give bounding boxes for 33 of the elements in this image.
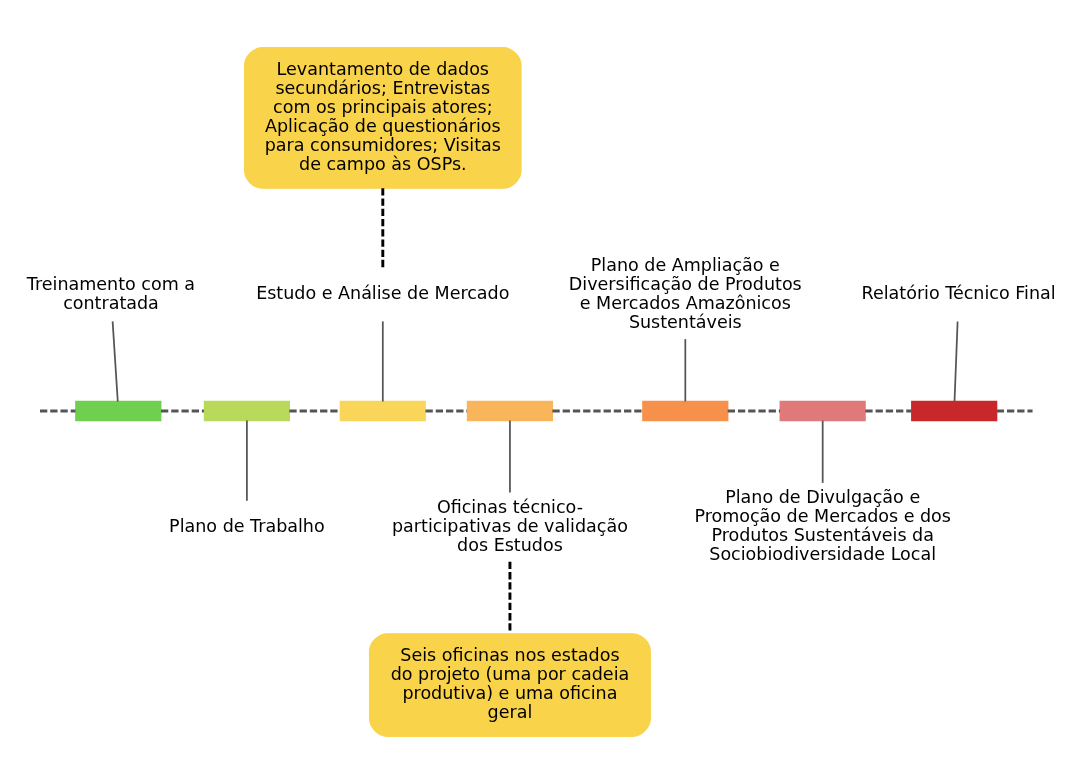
node-box: Levantamento de dados secundários; Entrevistas com os principais atores; Aplicação de questionários para consumidores; Visitas de campo às OSPs. [244, 47, 522, 189]
connector [381, 320, 384, 403]
connector [996, 409, 1033, 413]
node-bar [642, 400, 729, 422]
connector [552, 409, 643, 413]
connector [289, 409, 340, 413]
connector [425, 409, 468, 413]
connector [684, 338, 687, 403]
connector [381, 188, 385, 269]
connector [40, 409, 76, 413]
node-bar [911, 400, 998, 422]
node-text: Plano de Divulgação e Promoção de Mercados e dos Produtos Sustentáveis da Sociobiodiversidade Local [694, 487, 951, 565]
connector [161, 409, 204, 413]
connector [821, 419, 824, 484]
node-box: Seis oficinas nos estados do projeto (uma por cadeia produtiva) e uma oficina geral [368, 633, 651, 737]
node-text: Relatório Técnico Final [861, 283, 1056, 304]
node-bar [466, 400, 554, 422]
connector [246, 419, 248, 502]
connector [865, 409, 912, 413]
node-text: Estudo e Análise de Mercado [256, 283, 510, 304]
node-text: Treinamento com a contratada [26, 273, 196, 313]
connector [509, 419, 511, 494]
node-bar [203, 400, 290, 422]
node-bar [779, 400, 866, 422]
node-bar [339, 400, 426, 422]
node-text: Plano de Trabalho [169, 515, 325, 536]
node-text: Oficinas técnico-participativas de validação dos Estudos [392, 496, 628, 555]
connector [727, 409, 780, 413]
node-bar [75, 400, 162, 422]
connector [953, 320, 959, 403]
connector [111, 320, 119, 403]
node-text: Plano de Ampliação e Diversificação de Produtos e Mercados Amazônicos Sustentáveis [568, 254, 802, 332]
connector [508, 561, 512, 634]
